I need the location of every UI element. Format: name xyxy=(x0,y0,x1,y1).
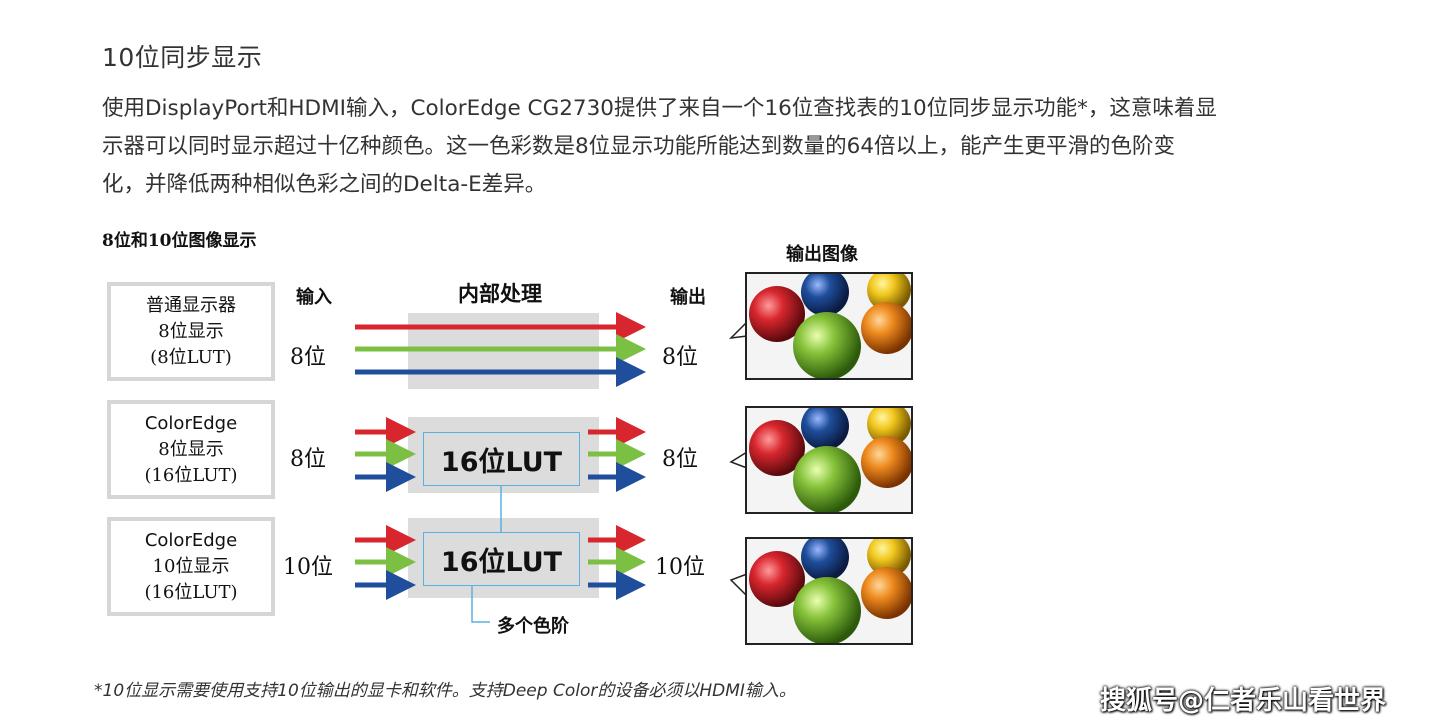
input-bits: 8位 xyxy=(290,345,326,370)
output-image xyxy=(745,537,913,645)
display-type-box: 普通显示器 8位显示 (8位LUT) xyxy=(107,282,275,381)
spheres-image xyxy=(749,539,911,643)
section-heading: 10位同步显示 xyxy=(102,43,263,72)
output-column-label: 输出 xyxy=(670,287,706,308)
image-pointer xyxy=(728,321,748,340)
description-paragraph: 使用DisplayPort和HDMI输入，ColorEdge CG2730提供了… xyxy=(102,90,1377,204)
paragraph-line: 使用DisplayPort和HDMI输入，ColorEdge CG2730提供了… xyxy=(102,96,1217,121)
output-image xyxy=(745,406,913,514)
input-bits: 10位 xyxy=(283,555,333,580)
callout-line xyxy=(471,586,490,623)
paragraph-line: 化，并降低两种相似色彩之间的Delta-E差异。 xyxy=(102,172,547,197)
display-type-box: ColorEdge 8位显示 (16位LUT) xyxy=(107,400,275,499)
diagram-title: 8位和10位图像显示 xyxy=(102,231,257,251)
output-image xyxy=(745,272,913,380)
image-pointer xyxy=(729,573,748,597)
display-lut: (16位LUT) xyxy=(144,464,238,486)
display-type-name: ColorEdge xyxy=(144,529,238,551)
footnote: *10位显示需要使用支持10位输出的显卡和软件。支持Deep Color的设备必… xyxy=(94,681,796,701)
color-levels-callout: 多个色阶 xyxy=(497,616,569,637)
output-bits: 8位 xyxy=(662,447,698,472)
lut-box: 16位LUT xyxy=(423,432,580,486)
output-bits: 10位 xyxy=(655,555,705,580)
image-pointer xyxy=(729,451,748,469)
display-bit-depth: 8位显示 xyxy=(158,320,224,342)
input-column-label: 输入 xyxy=(296,287,332,308)
display-bit-depth: 8位显示 xyxy=(158,438,224,460)
display-lut: (16位LUT) xyxy=(144,581,238,603)
processing-area xyxy=(408,518,599,598)
paragraph-line: 示器可以同时显示超过十亿种颜色。这一色彩数是8位显示功能所能达到数量的64倍以上… xyxy=(102,134,1176,159)
spheres-image xyxy=(749,274,911,378)
display-bit-depth: 10位显示 xyxy=(152,555,230,577)
processing-area xyxy=(408,417,599,493)
processing-column-label: 内部处理 xyxy=(458,281,542,306)
output-bits: 8位 xyxy=(662,345,698,370)
display-type-name: 普通显示器 xyxy=(146,294,236,316)
output-image-column-label: 输出图像 xyxy=(786,244,858,265)
watermark: 搜狐号@仁者乐山看世界 xyxy=(1100,686,1387,716)
lut-box: 16位LUT xyxy=(423,532,580,586)
input-bits: 8位 xyxy=(290,447,326,472)
display-type-name: ColorEdge xyxy=(144,412,238,434)
display-lut: (8位LUT) xyxy=(150,346,232,368)
spheres-image xyxy=(749,408,911,512)
display-type-box: ColorEdge 10位显示 (16位LUT) xyxy=(107,517,275,616)
